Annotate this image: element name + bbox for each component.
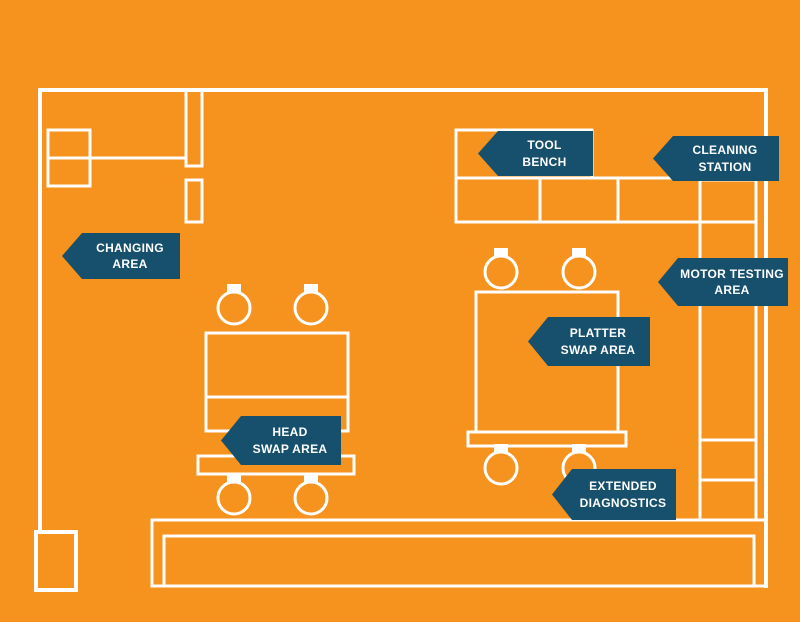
storage-cabinet	[46, 128, 186, 188]
label-changing-area: CHANGING AREA	[62, 233, 180, 279]
label-head-swap-area: HEAD SWAP AREA	[221, 416, 341, 465]
label-line: PLATTER	[569, 326, 627, 341]
label-line: SWAP AREA	[560, 342, 636, 357]
label-motor-testing-area: MOTOR TESTING AREA	[658, 258, 788, 306]
label-line: HEAD	[272, 425, 308, 440]
label-cleaning-station: CLEANING STATION	[653, 136, 779, 181]
label-line: AREA	[112, 257, 148, 271]
label-line: SWAP AREA	[252, 441, 328, 456]
partition-wall	[184, 88, 204, 224]
right-counter	[698, 178, 758, 522]
platter-swap-table	[466, 290, 628, 448]
bottom-bench	[150, 518, 768, 588]
label-line: CHANGING	[96, 240, 164, 255]
label-line: STATION	[698, 159, 752, 174]
label-platter-swap-area: PLATTER SWAP AREA	[528, 317, 650, 366]
label-line: BENCH	[522, 154, 567, 169]
chairs	[216, 248, 597, 516]
label-extended-diagnostics: EXTENDED DIAGNOSTICS	[552, 469, 676, 520]
label-line: DIAGNOSTICS	[579, 495, 667, 510]
label-tool-bench: TOOL BENCH	[478, 131, 593, 176]
outer-walls	[34, 88, 768, 592]
label-line: MOTOR TESTING	[680, 266, 784, 281]
label-line: CLEANING	[692, 143, 758, 158]
label-line: AREA	[714, 283, 750, 297]
label-line: TOOL	[527, 138, 562, 153]
label-line: EXTENDED	[589, 479, 657, 494]
